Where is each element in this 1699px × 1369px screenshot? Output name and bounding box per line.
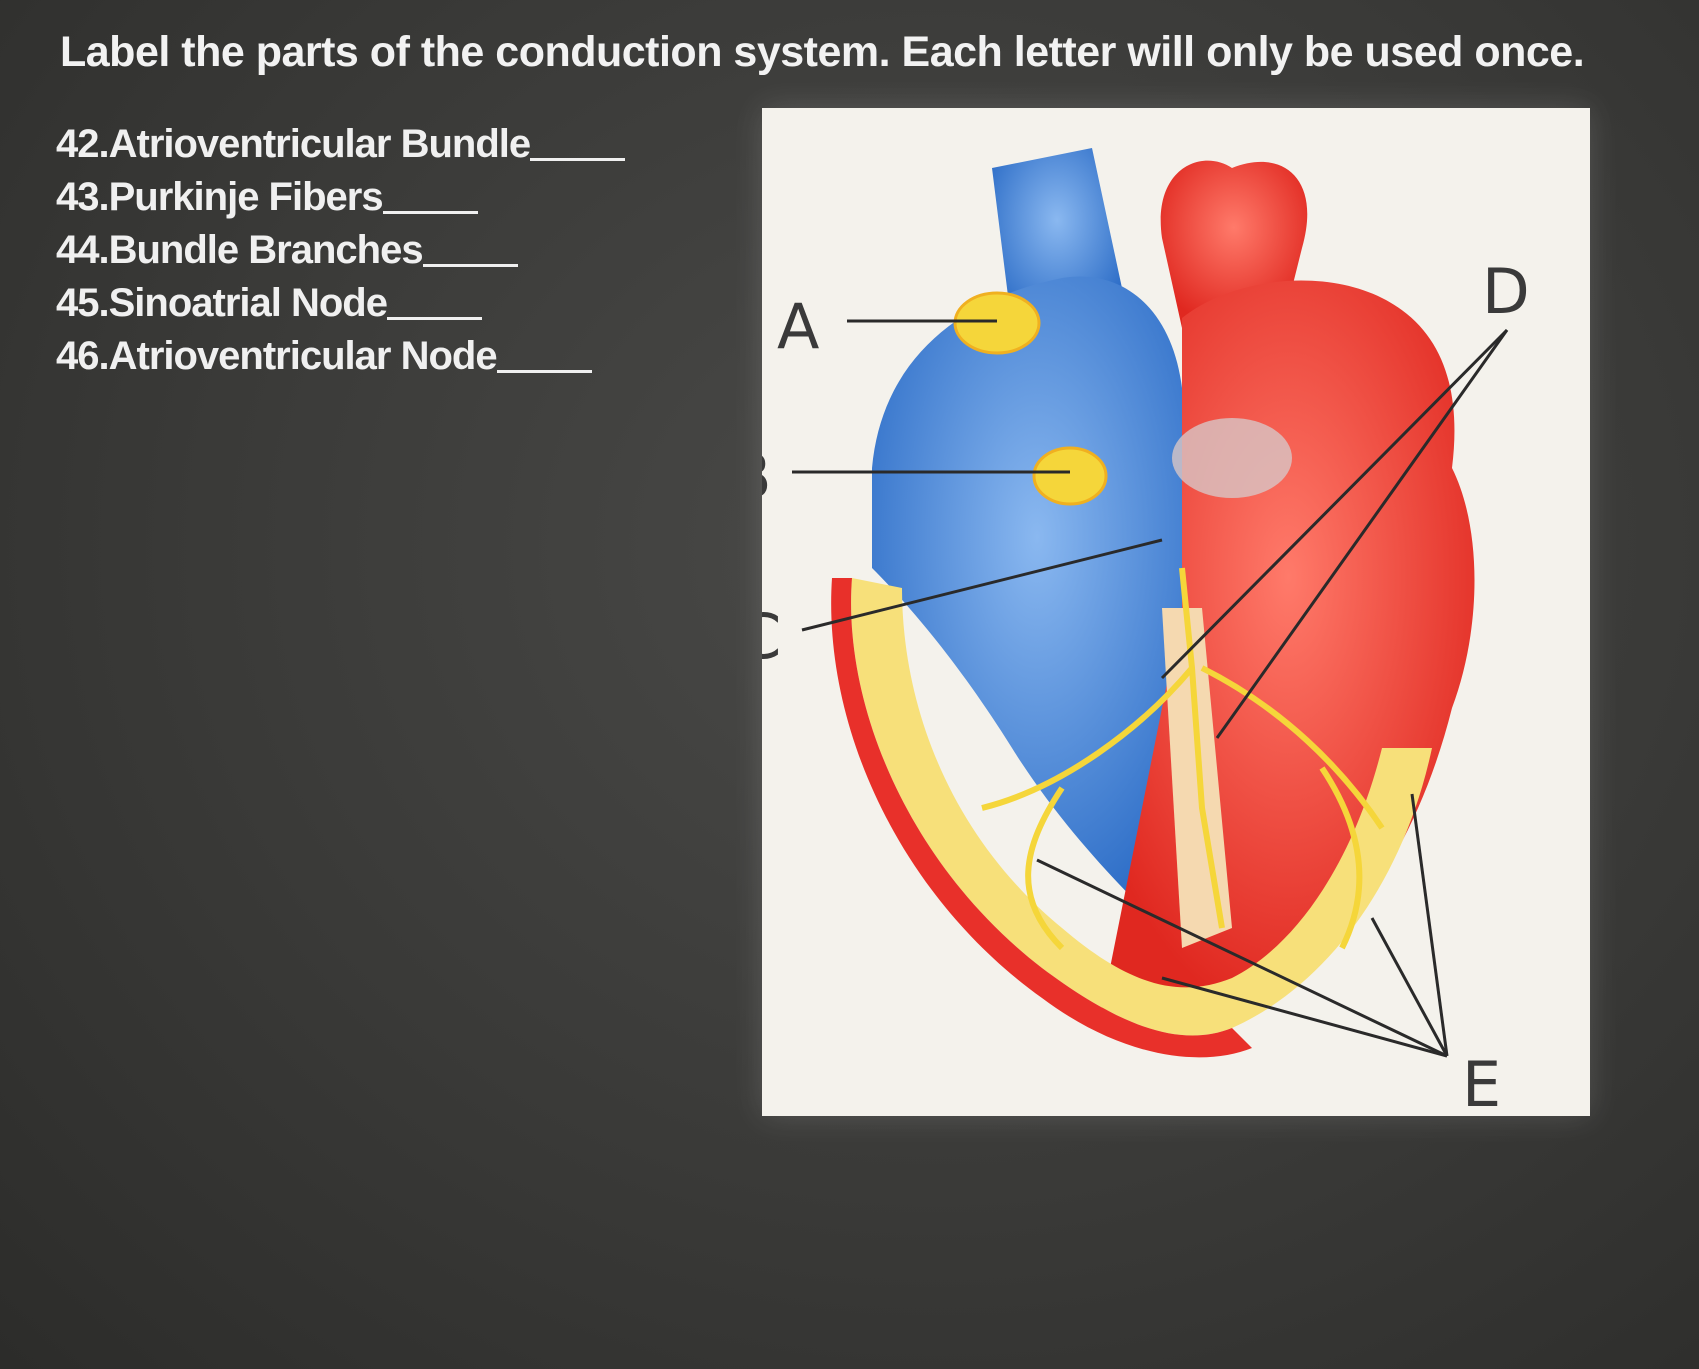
label-a: A <box>777 290 819 363</box>
question-list: 42.Atrioventricular Bundle 43.Purkinje F… <box>56 118 626 383</box>
answer-blank[interactable] <box>387 277 482 320</box>
label-d: D <box>1482 255 1530 328</box>
sa-node <box>953 291 1041 355</box>
label-e: E <box>1462 1048 1501 1116</box>
answer-blank[interactable] <box>422 224 518 267</box>
question-text: Atrioventricular Bundle <box>108 122 532 166</box>
question-number: 43. <box>56 175 110 219</box>
answer-blank[interactable] <box>496 330 592 373</box>
answer-blank[interactable] <box>382 171 478 214</box>
question-45: 45.Sinoatrial Node <box>56 277 625 330</box>
answer-blank[interactable] <box>530 118 626 161</box>
av-node <box>1032 446 1108 506</box>
purkinje-fibers <box>981 567 1385 951</box>
question-44: 44.Bundle Branches <box>56 224 625 277</box>
right-heart <box>872 276 1202 928</box>
worksheet-title: Label the parts of the conduction system… <box>60 28 1585 76</box>
question-42: 42.Atrioventricular Bundle <box>56 118 626 171</box>
valve <box>1172 418 1292 498</box>
question-46: 46.Atrioventricular Node <box>56 330 625 383</box>
question-text: Purkinje Fibers <box>108 175 384 219</box>
question-text: Sinoatrial Node <box>108 281 388 325</box>
heart-illustration: A B C D E <box>762 148 1530 1116</box>
ventricular-wall <box>851 578 1432 1036</box>
question-text: Atrioventricular Node <box>108 334 498 378</box>
question-number: 45. <box>56 281 110 325</box>
label-b: B <box>762 440 772 513</box>
question-number: 44. <box>56 228 110 272</box>
question-number: 46. <box>56 334 110 378</box>
question-number: 42. <box>56 122 110 166</box>
label-c: C <box>762 600 781 673</box>
heart-diagram: A B C D E <box>762 108 1590 1116</box>
leader-lines <box>792 319 1509 1058</box>
question-43: 43.Purkinje Fibers <box>56 171 625 224</box>
question-text: Bundle Branches <box>108 228 424 272</box>
